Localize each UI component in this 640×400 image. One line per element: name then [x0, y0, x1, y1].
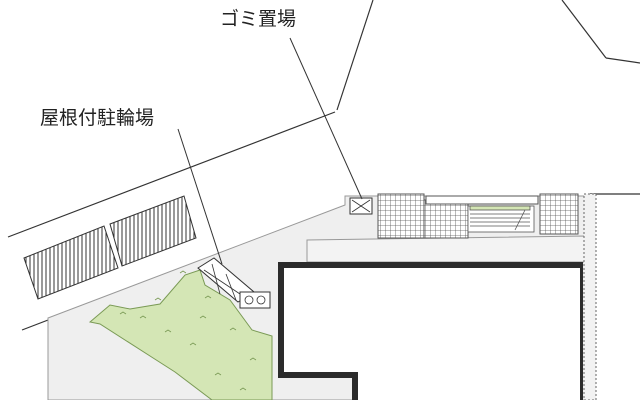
steps [467, 205, 535, 233]
bike-rack-right [109, 195, 197, 267]
boundary-hedge [583, 193, 597, 400]
bike-rack-left [23, 225, 119, 300]
garbage-station-cross [351, 199, 371, 213]
building-interior [284, 268, 580, 400]
bike-shed [197, 257, 271, 309]
label-bike-parking: 屋根付駐輪場 [40, 107, 154, 129]
lawn-texture [119, 270, 257, 391]
leader-lines [177, 37, 363, 265]
lawn-area [88, 269, 273, 400]
bike-parking-racks [23, 195, 197, 300]
sidewalk-strip [306, 235, 586, 263]
label-garbage: ゴミ置場 [220, 8, 296, 30]
